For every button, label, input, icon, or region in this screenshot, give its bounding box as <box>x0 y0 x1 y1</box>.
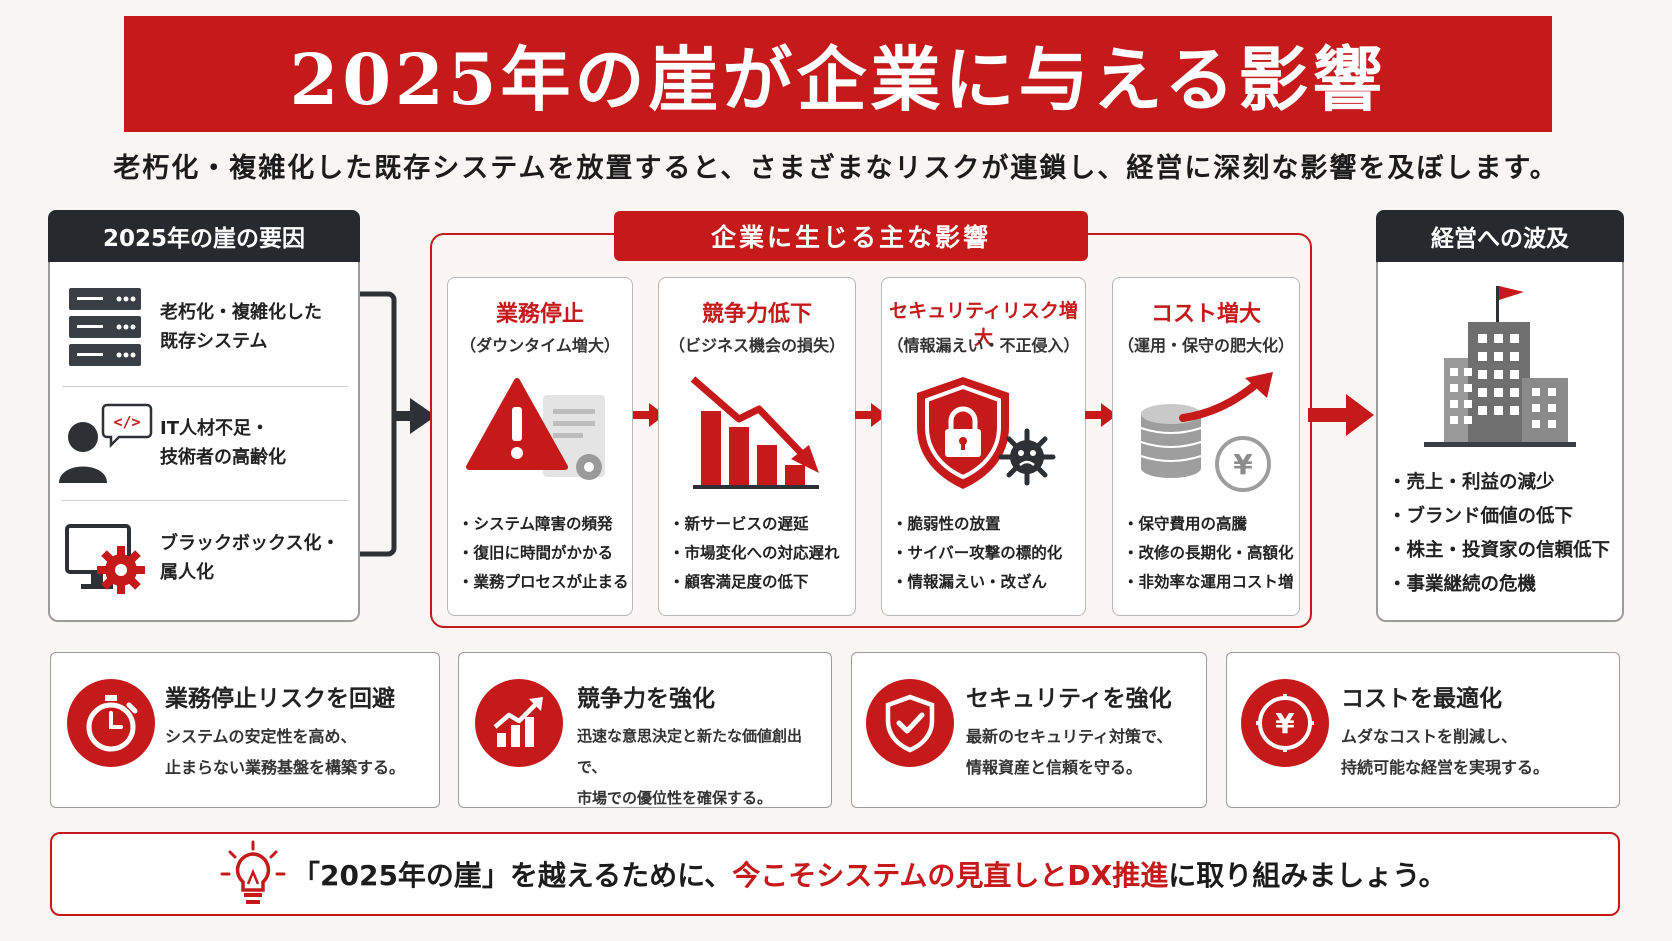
result-item: ・株主・投資家の信頼低下 <box>1388 540 1611 561</box>
result-item: ・ブランド価値の低下 <box>1388 506 1574 527</box>
solution-description: システムの安定性を高め、 止まらない業務基盤を構築する。 <box>165 727 406 777</box>
coins-yen-icon: ¥ <box>1113 370 1299 500</box>
building-icon <box>1420 282 1580 452</box>
divider <box>62 386 348 387</box>
solution-card-security: セキュリティを強化 最新のセキュリティ対策で、 情報資産と信頼を守る。 <box>851 652 1207 808</box>
divider <box>62 500 348 501</box>
impact-card-title: セキュリティリスク増大 <box>889 300 1078 349</box>
cause-label: IT人材不足・ 技術者の高齢化 <box>160 418 286 468</box>
impact-item: ・サイバー攻撃の標的化 <box>892 544 1063 562</box>
results-heading: 経営への波及 <box>1376 210 1624 262</box>
impact-item: ・非効率な運用コスト増 <box>1123 573 1294 591</box>
cause-label: 老朽化・複雑化した 既存システム <box>160 302 322 352</box>
impact-item: ・新サービスの遅延 <box>669 515 809 533</box>
warning-icon <box>448 370 632 500</box>
impact-card-security: セキュリティリスク増大 （情報漏えい・不正侵入） ・脆弱性の放置 ・サイバー攻撃… <box>881 277 1086 616</box>
monitor-gear-icon <box>50 518 160 598</box>
impact-card-cost: コスト増大 （運用・保守の肥大化） ¥ ・保守費用の高騰 ・改修の長期化・高額化… <box>1112 277 1300 616</box>
bracket-connector <box>360 291 436 557</box>
impact-item: ・保守費用の高騰 <box>1123 515 1248 533</box>
impact-item: ・改修の長期化・高額化 <box>1123 544 1294 562</box>
impact-item: ・顧客満足度の低下 <box>669 573 809 591</box>
cta-suffix: に取り組みましょう。 <box>1168 859 1447 892</box>
arrow-right-icon <box>633 403 665 427</box>
solution-title: セキュリティを強化 <box>966 686 1172 712</box>
cause-item: ブラックボックス化・ 属人化 <box>50 502 360 614</box>
impact-card-subtitle: （運用・保守の肥大化） <box>1117 336 1294 355</box>
solution-card-avoid-downtime: 業務停止リスクを回避 システムの安定性を高め、 止まらない業務基盤を構築する。 <box>50 652 440 808</box>
call-to-action-banner: 「2025年の崖」を越えるために、今こそシステムの見直しとDX推進に取り組みまし… <box>50 832 1620 916</box>
cause-label: ブラックボックス化・ 属人化 <box>160 533 340 583</box>
cta-highlight: 今こそシステムの見直しとDX推進 <box>732 859 1169 892</box>
impact-item: ・情報漏えい・改ざん <box>892 573 1048 591</box>
impact-card-subtitle: （ダウンタイム増大） <box>460 336 620 355</box>
solution-card-cost: ¥ コストを最適化 ムダなコストを削減し、 持続可能な経営を実現する。 <box>1226 652 1620 808</box>
impact-card-title: 競争力低下 <box>701 302 812 327</box>
solution-title: 競争力を強化 <box>577 686 715 712</box>
arrow-right-icon <box>855 403 887 427</box>
impact-card-title: 業務停止 <box>495 302 584 327</box>
impact-item: ・復旧に時間がかかる <box>458 544 614 562</box>
impacts-heading: 企業に生じる主な影響 <box>614 211 1088 261</box>
yen-icon: ¥ <box>1241 679 1329 767</box>
impact-card-competitiveness: 競争力低下 （ビジネス機会の損失） ・新サービスの遅延 ・市場変化への対応遅れ … <box>658 277 856 616</box>
results-list: ・売上・利益の減少 ・ブランド価値の低下 ・株主・投資家の信頼低下 ・事業継続の… <box>1388 466 1610 602</box>
call-to-action-text: 「2025年の崖」を越えるために、今こそシステムの見直しとDX推進に取り組みまし… <box>292 854 1447 894</box>
shield-check-icon <box>866 679 954 767</box>
cause-item: 老朽化・複雑化した 既存システム <box>50 272 360 382</box>
svg-text:¥: ¥ <box>1275 707 1295 740</box>
impact-card-subtitle: （情報漏えい・不正侵入） <box>887 336 1080 355</box>
impact-card-downtime: 業務停止 （ダウンタイム増大） ・システム障害の頻発 ・復旧に時間がかかる ・業… <box>447 277 633 616</box>
lightbulb-icon <box>218 840 288 914</box>
arrow-right-icon <box>1308 394 1374 436</box>
impact-item: ・システム障害の頻発 <box>458 515 613 533</box>
solution-description: 最新のセキュリティ対策で、 情報資産と信頼を守る。 <box>966 727 1173 777</box>
impact-card-title: コスト増大 <box>1150 302 1261 327</box>
cta-prefix: 「2025年の崖」を越えるために、 <box>292 859 733 892</box>
svg-text:¥: ¥ <box>1233 448 1253 481</box>
cause-item: </> IT人材不足・ 技術者の高齢化 <box>50 388 360 498</box>
person-code-icon: </> <box>50 401 160 485</box>
solution-description: 迅速な意思決定と新たな価値創出で、 市場での優位性を確保する。 <box>577 727 803 807</box>
impact-item: ・市場変化への対応遅れ <box>669 544 840 562</box>
stopwatch-icon <box>67 679 155 767</box>
causes-heading: 2025年の崖の要因 <box>48 210 360 262</box>
result-item: ・売上・利益の減少 <box>1388 472 1555 493</box>
svg-text:</>: </> <box>113 413 140 431</box>
solution-card-competitiveness: 競争力を強化 迅速な意思決定と新たな価値創出で、 市場での優位性を確保する。 <box>458 652 832 808</box>
impact-item: ・脆弱性の放置 <box>892 515 1001 533</box>
impact-card-subtitle: （ビジネス機会の損失） <box>668 336 845 355</box>
result-item: ・事業継続の危機 <box>1388 574 1537 595</box>
page-title: 2025年の崖が企業に与える影響 <box>124 16 1552 132</box>
declining-chart-icon <box>659 370 855 500</box>
solution-title: コストを最適化 <box>1341 686 1502 712</box>
page-subtitle: 老朽化・複雑化した既存システムを放置すると、さまざまなリスクが連鎖し、経営に深刻… <box>113 153 1559 184</box>
impact-item: ・業務プロセスが止まる <box>458 573 629 591</box>
server-icon <box>50 286 160 368</box>
solution-description: ムダなコストを削減し、 持続可能な経営を実現する。 <box>1341 727 1550 777</box>
growth-chart-icon <box>475 679 563 767</box>
solution-title: 業務停止リスクを回避 <box>165 686 395 712</box>
arrow-right-icon <box>1085 403 1117 427</box>
shield-lock-icon <box>882 370 1085 500</box>
